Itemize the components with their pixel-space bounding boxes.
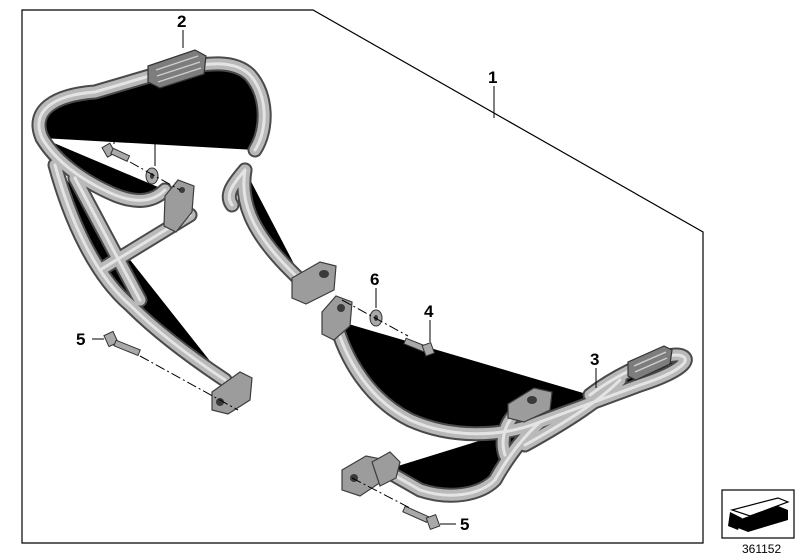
- axis-upper-right: [341, 299, 409, 337]
- callout-washer-right: 6: [370, 270, 379, 289]
- view-orientation-icon: [721, 489, 795, 539]
- callout-screw-upper-left: 4: [108, 106, 118, 125]
- callout-front-bar: 3: [590, 350, 599, 369]
- screw-upper-right: [403, 337, 436, 357]
- screw-lower-right: [402, 505, 441, 530]
- axis-lower-right: [351, 477, 411, 509]
- axis-upper-left: [129, 161, 181, 191]
- callout-screw-lower-right: 5: [460, 515, 469, 534]
- callout-rear-bar: 2: [177, 12, 186, 31]
- callout-assembly: 1: [488, 68, 497, 87]
- assembly-frame: [21, 9, 704, 544]
- reference-number: 361152: [742, 542, 781, 556]
- screw-lower-left: [103, 330, 141, 357]
- callout-screw-lower-left: 5: [76, 330, 85, 349]
- axis-lower-left: [139, 355, 239, 411]
- callout-screw-upper-right: 4: [424, 302, 434, 321]
- rear-crash-bar: [39, 49, 337, 415]
- screw-upper-left: [101, 142, 131, 162]
- callout-washer-left: 6: [149, 124, 158, 143]
